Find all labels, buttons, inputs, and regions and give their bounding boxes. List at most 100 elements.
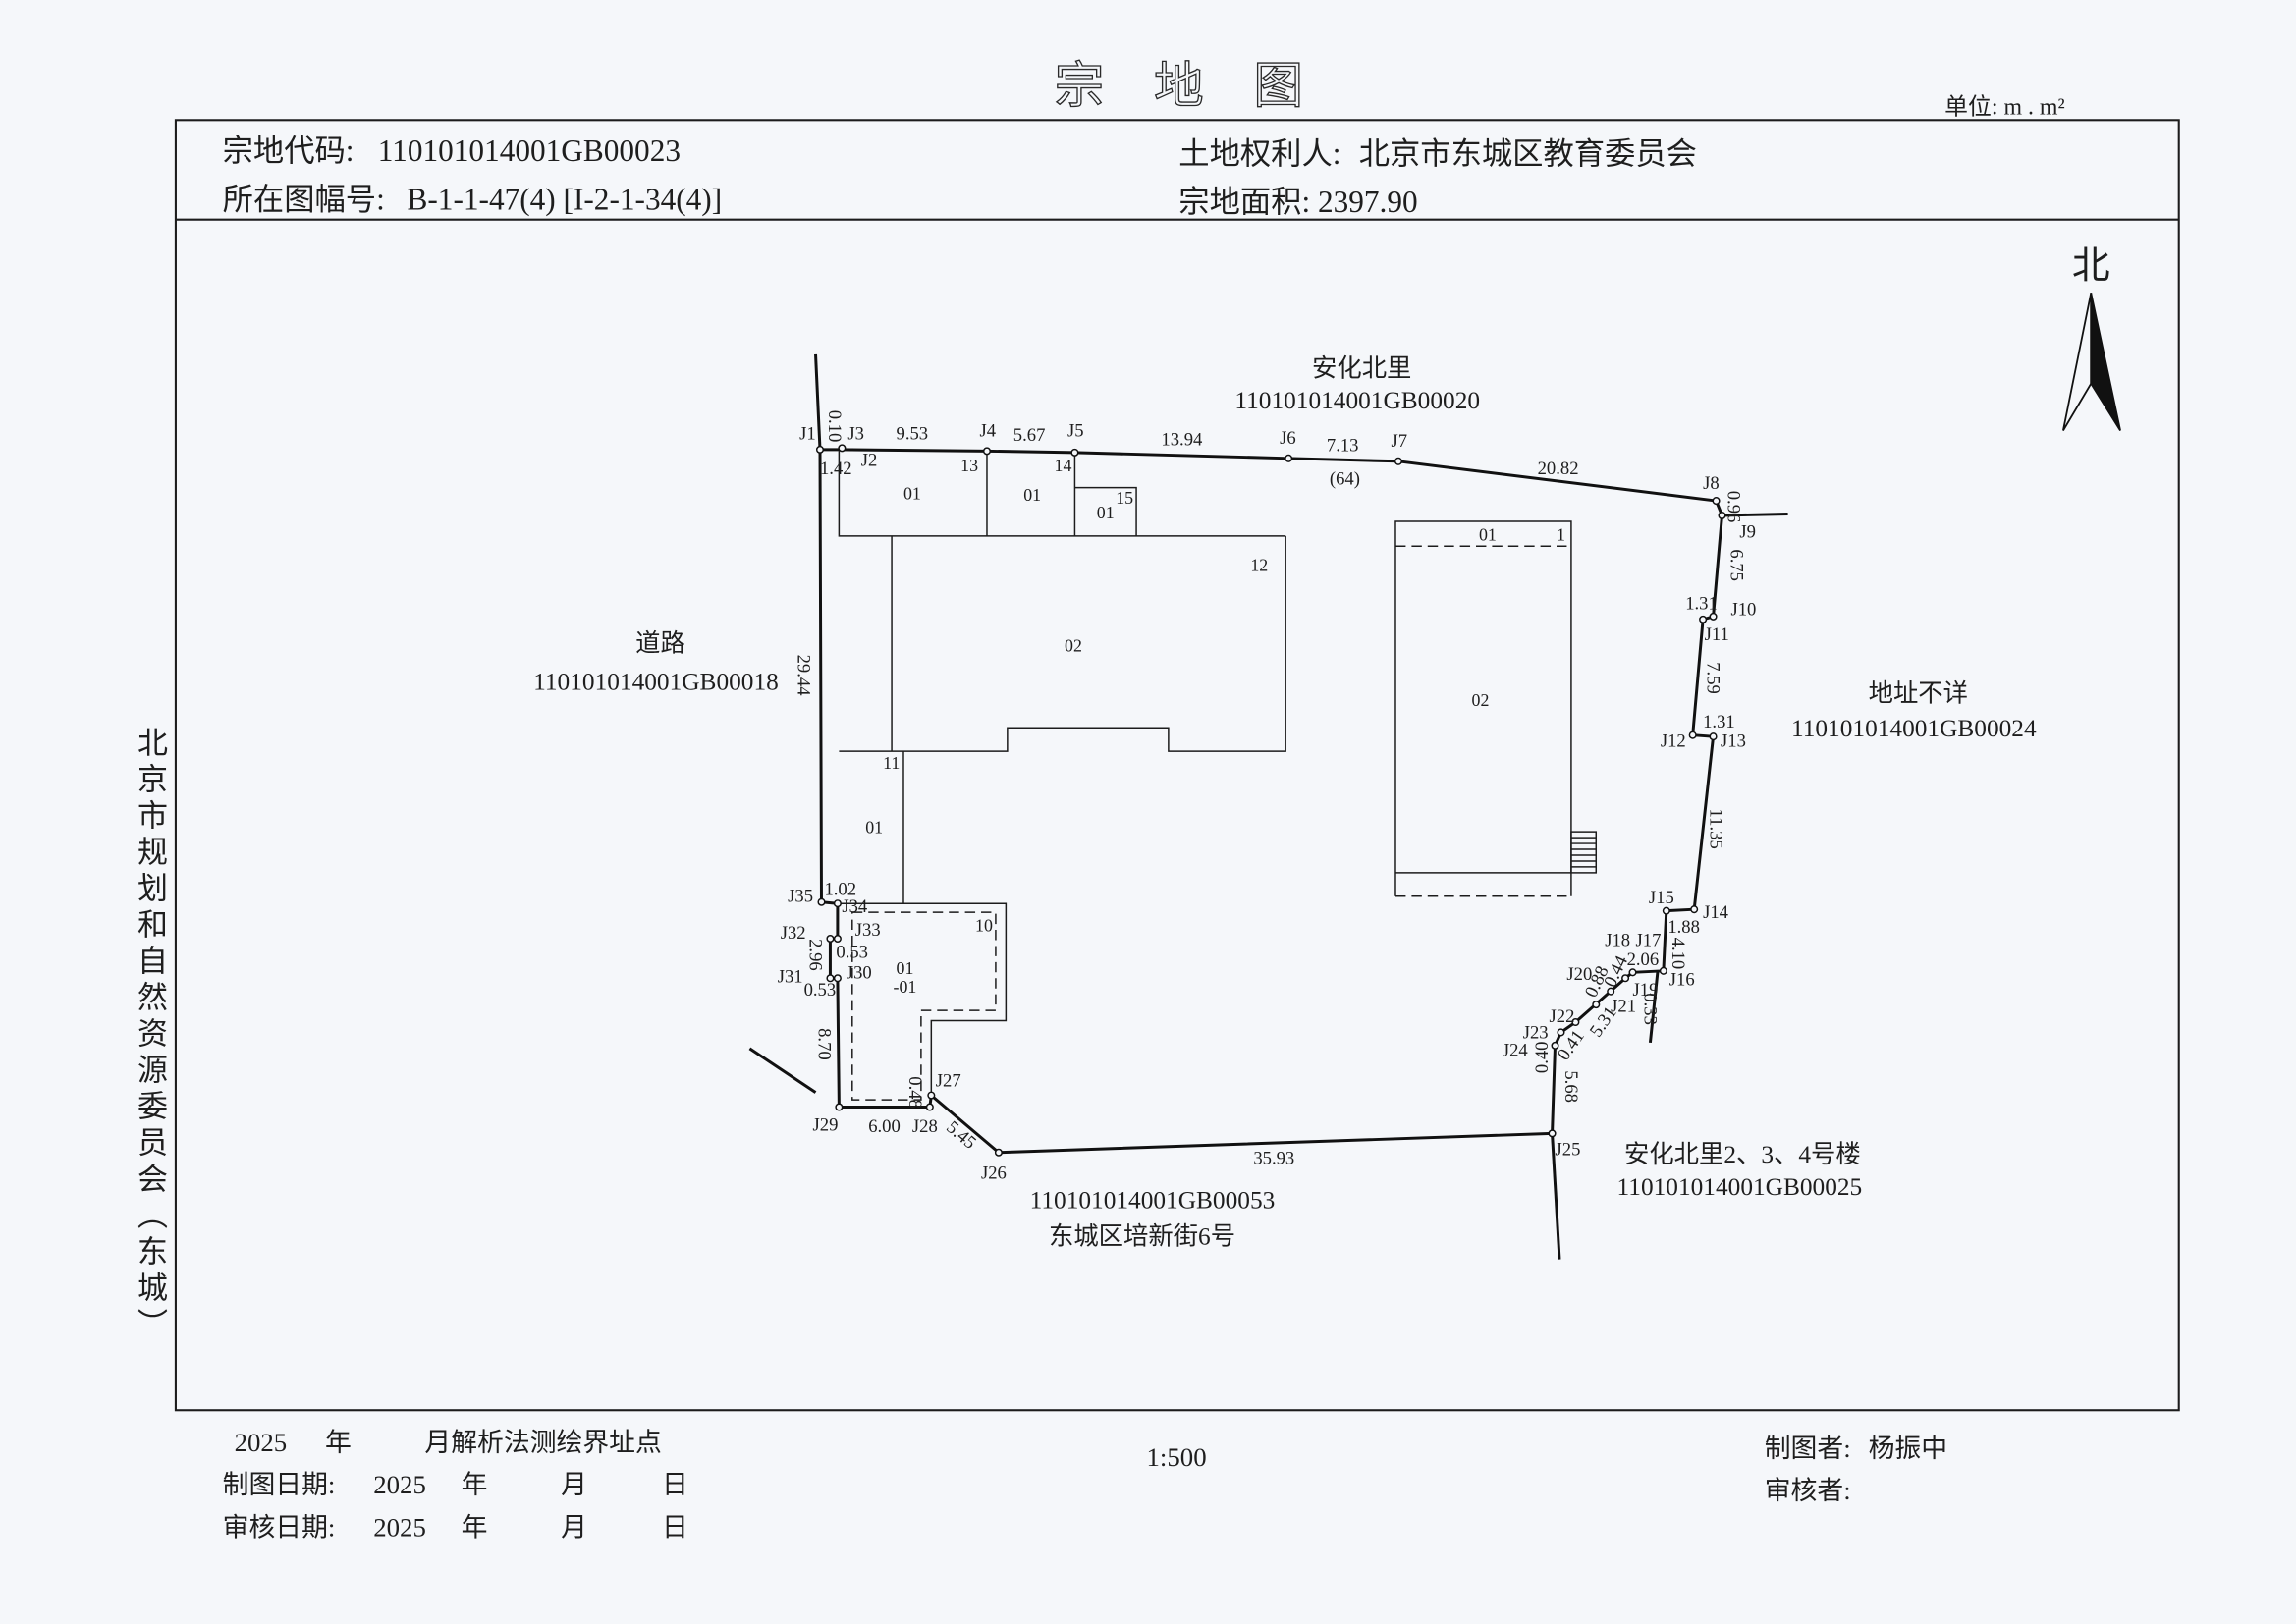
- neighbor-west-name: 道路: [635, 630, 685, 658]
- building-number-label: 10: [975, 916, 993, 936]
- edge-length-label: 35.93: [1253, 1149, 1294, 1169]
- boundary-point-label: J25: [1556, 1140, 1581, 1161]
- north-label: 北: [2072, 244, 2110, 287]
- boundary-point-marker: [1548, 1129, 1557, 1138]
- boundary-point-label: J19: [1633, 980, 1659, 1001]
- boundary-point-label: J24: [1503, 1040, 1529, 1060]
- boundary-point-marker: [833, 934, 842, 944]
- boundary-point-marker: [838, 444, 847, 453]
- building-outline: [1394, 520, 1572, 896]
- edge-length-label: 2.96: [805, 939, 826, 971]
- survey-year: 2025: [235, 1428, 288, 1457]
- building-code-label: 02: [1472, 690, 1490, 710]
- building-code-label: 01: [903, 484, 921, 504]
- boundary-point-marker: [1394, 457, 1402, 465]
- owner-label: 土地权利人:: [1178, 136, 1340, 171]
- boundary-point-marker: [835, 1103, 844, 1111]
- boundary-point-label: J13: [1721, 731, 1746, 752]
- edge-length-label: 1.31: [1703, 712, 1735, 732]
- underground-building-outline: [851, 911, 997, 1101]
- neighbor-east-code: 110101014001GB00024: [1791, 715, 2037, 742]
- boundary-point-label: J10: [1730, 599, 1756, 620]
- sheet-number: B-1-1-47(4) [I-2-1-34(4)]: [408, 182, 723, 216]
- north-arrow-icon: [2062, 293, 2093, 431]
- boundary-point-marker: [1659, 966, 1667, 975]
- building-number-label: 15: [1116, 488, 1133, 508]
- boundary-point-marker: [833, 899, 842, 908]
- drafter-name: 杨振中: [1869, 1434, 1947, 1463]
- review-year-unit: 年: [462, 1513, 488, 1543]
- unit-label: 单位: m . m²: [1944, 93, 2064, 120]
- stair-symbol: [1570, 831, 1598, 874]
- neighbor-east-name: 地址不详: [1869, 679, 1968, 707]
- edge-length-label: 0.53: [804, 980, 837, 1001]
- edge-length-label: 1.42: [820, 459, 852, 479]
- boundary-point-label: J31: [778, 967, 803, 988]
- draw-month-unit: 月: [561, 1470, 587, 1499]
- boundary-point-label: J15: [1649, 888, 1674, 908]
- edge-length-label: 1.88: [1667, 917, 1700, 938]
- boundary-point-label: J8: [1703, 473, 1720, 494]
- edge-length-label: 4.10: [1667, 938, 1688, 970]
- issuing-organization: 北京市规划和自然资源委员会（东城）: [133, 727, 167, 1344]
- edge-length-label: 1.31: [1685, 593, 1718, 614]
- boundary-point-label: J29: [813, 1114, 839, 1135]
- boundary-point-marker: [1709, 612, 1718, 621]
- boundary-point-marker: [927, 1091, 936, 1100]
- neighbor-north-name: 安化北里: [1312, 354, 1411, 382]
- edge-length-label: 20.82: [1538, 459, 1579, 479]
- building-outline: [1074, 486, 1137, 536]
- building-number-label: 11: [883, 753, 900, 773]
- boundary-point-label: J20: [1566, 964, 1592, 985]
- boundary-point-marker: [1718, 511, 1726, 520]
- extension-line: [1551, 1133, 1561, 1260]
- map-title: 宗地图: [1055, 58, 1353, 113]
- boundary-point-marker: [925, 1103, 934, 1111]
- edge-length-label: 0.96: [1722, 491, 1743, 523]
- boundary-point-label: J27: [936, 1071, 961, 1092]
- boundary-point-marker: [1070, 448, 1079, 457]
- survey-note: 月解析法测绘界址点: [424, 1428, 661, 1457]
- boundary-point-label: J30: [847, 962, 872, 983]
- boundary-point-label: J1: [799, 423, 816, 444]
- neighbor-southeast-name: 安化北里2、3、4号楼: [1624, 1141, 1861, 1168]
- building-code-label: 01: [1097, 503, 1115, 522]
- boundary-point-label: J34: [842, 896, 868, 917]
- boundary-point-marker: [994, 1148, 1003, 1157]
- building-outline: [839, 535, 1286, 752]
- boundary-point-label: J6: [1280, 428, 1296, 449]
- edge-length-label: 29.44: [793, 655, 814, 697]
- owner-name: 北京市东城区教育委员会: [1359, 136, 1697, 171]
- review-month-unit: 月: [561, 1513, 587, 1543]
- building-code-label: 02: [1065, 636, 1082, 656]
- edge-length-label: 0.53: [836, 942, 868, 962]
- building-number-label: 14: [1055, 456, 1072, 475]
- edge-length-label: 13.94: [1161, 429, 1203, 450]
- boundary-point-label: J14: [1703, 902, 1729, 923]
- neighbor-west-code: 110101014001GB00018: [533, 668, 779, 695]
- boundary-point-label: J28: [912, 1116, 938, 1137]
- boundary-point-label: J35: [788, 887, 813, 907]
- boundary-point-marker: [1571, 1017, 1580, 1027]
- edge-length-label: 2.06: [1627, 949, 1660, 970]
- boundary-point-label: J16: [1669, 970, 1695, 991]
- extension-line: [748, 1047, 817, 1094]
- boundary-point-label: J22: [1550, 1006, 1575, 1027]
- reviewer-label: 审核者:: [1765, 1476, 1851, 1505]
- edge-length-label: 5.45: [942, 1117, 979, 1154]
- neighbor-southeast-code: 110101014001GB00025: [1617, 1173, 1863, 1201]
- extension-line: [1648, 972, 1660, 1044]
- building-code-label: 01: [897, 958, 914, 978]
- edge-length-label: 6.75: [1725, 549, 1746, 581]
- parcel-area: 2397.90: [1318, 185, 1418, 219]
- edge-length-label: 7.13: [1327, 435, 1359, 456]
- boundary-point-marker: [826, 934, 835, 944]
- building-number-label: 13: [960, 456, 978, 475]
- area-label: 宗地面积:: [1178, 185, 1310, 219]
- draw-day-unit: 日: [662, 1470, 688, 1499]
- boundary-point-markers: [815, 444, 1726, 1157]
- boundary-point-label: J4: [980, 420, 997, 441]
- boundary-point-label: J3: [847, 423, 864, 444]
- boundary-point-marker: [1557, 1028, 1565, 1037]
- boundary-point-label: J21: [1611, 997, 1636, 1017]
